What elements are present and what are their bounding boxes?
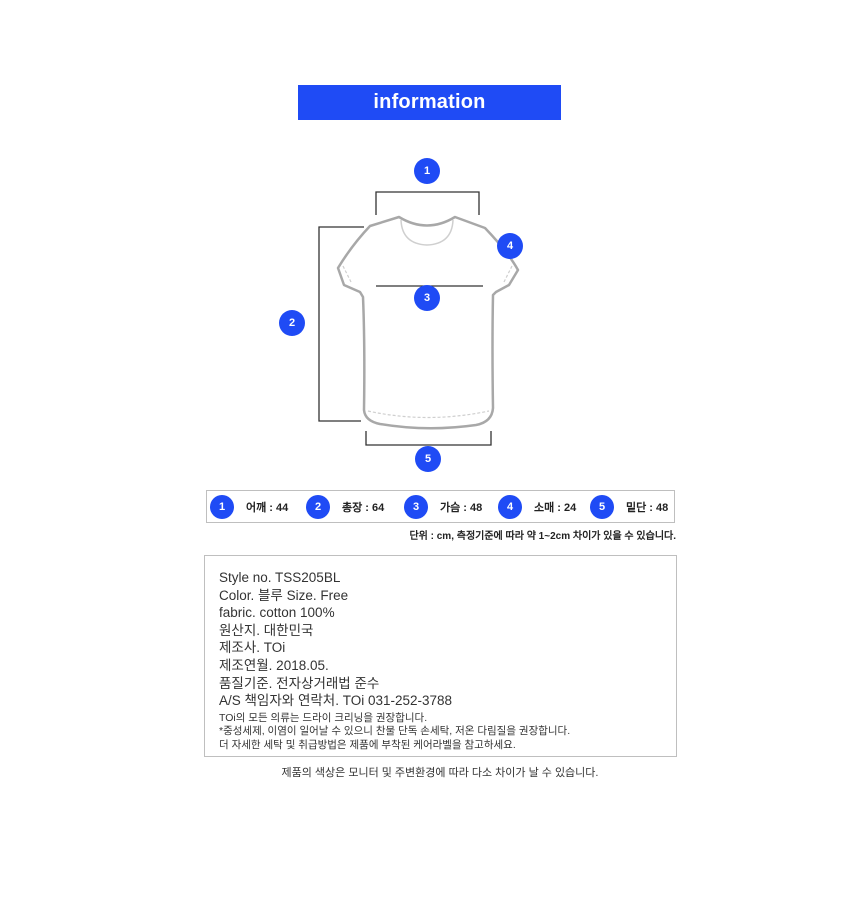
marker-3-badge: 3: [414, 285, 440, 311]
legend-label: 밑단 : 48: [626, 501, 669, 514]
legend-item-shoulder: 1 어깨 : 44: [210, 491, 288, 522]
color-disclaimer: 제품의 색상은 모니터 및 주변환경에 따라 다소 차이가 날 수 있습니다.: [281, 767, 599, 779]
hem-stitch: [367, 410, 490, 419]
style-number: Style no. TSS205BL: [219, 570, 341, 585]
legend-item-chest: 3 가슴 : 48: [404, 491, 482, 522]
legend-badge: 4: [498, 494, 522, 519]
sleeve-stitch-right: [503, 265, 513, 283]
measurement-legend: 1 어깨 : 44 2 총장 : 64 3 가슴 : 48 4 소매 : 24 …: [206, 490, 675, 523]
fabric: fabric. cotton 100%: [219, 605, 335, 621]
care-note: 더 자세한 세탁 및 취급방법은 제품에 부착된 케어라벨을 참고하세요.: [219, 738, 516, 751]
legend-item-length: 2 총장 : 64: [306, 491, 384, 522]
marker-1-badge: 1: [414, 158, 440, 184]
legend-label: 총장 : 64: [342, 501, 385, 514]
manufacturer: 제조사. TOi: [219, 640, 286, 656]
length-measure-line: [318, 226, 364, 422]
legend-item-sleeve: 4 소매 : 24: [498, 491, 576, 522]
shoulder-measure-line: [375, 191, 480, 215]
care-note: *중성세제, 이염이 일어날 수 있으니 찬물 단독 손세탁, 저온 다림질을 …: [219, 725, 571, 738]
as-contact: A/S 책임자와 연락처. TOi 031-252-3788: [219, 693, 453, 709]
marker-5-badge: 5: [415, 446, 441, 472]
legend-label: 가슴 : 48: [440, 501, 483, 514]
color-size: Color. 블루 Size. Free: [219, 587, 349, 603]
legend-badge: 3: [404, 494, 428, 519]
unit-note: 단위 : cm, 측정기준에 따라 약 1~2cm 차이가 있을 수 있습니다.: [409, 531, 676, 542]
legend-badge: 5: [590, 494, 614, 519]
sleeve-stitch-left: [342, 265, 352, 283]
legend-label: 어깨 : 44: [246, 501, 289, 514]
marker-4-badge: 4: [497, 233, 523, 259]
product-info-box: Style no. TSS205BL Color. 블루 Size. Free …: [204, 555, 677, 757]
info-title-banner: information: [298, 85, 561, 120]
quality-standard: 품질기준. 전자상거래법 준수: [219, 675, 380, 691]
marker-2-badge: 2: [279, 310, 305, 336]
legend-label: 소매 : 24: [534, 501, 577, 514]
manufacture-date: 제조연월. 2018.05.: [219, 657, 329, 673]
legend-item-hem: 5 밑단 : 48: [590, 491, 668, 522]
hem-measure-line: [365, 431, 492, 446]
origin: 원산지. 대한민국: [219, 622, 314, 638]
collar-inner: [400, 219, 454, 246]
legend-badge: 1: [210, 494, 234, 519]
tshirt-outline: [336, 215, 520, 430]
legend-badge: 2: [306, 494, 330, 519]
info-title: information: [373, 91, 486, 113]
care-note: TOi의 모든 의류는 드라이 크리닝을 권장합니다.: [219, 711, 428, 724]
